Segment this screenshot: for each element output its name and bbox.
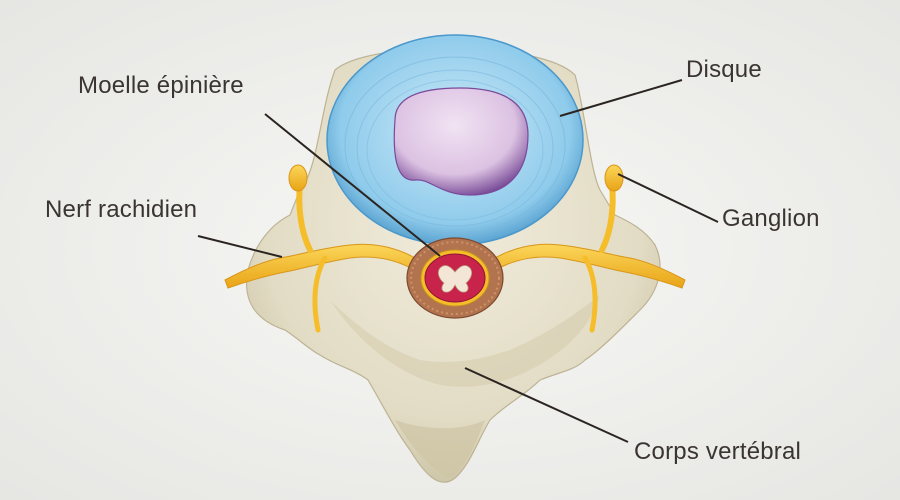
left-nerve-branch [312,255,328,333]
leader-line-corps [464,367,629,443]
right-spinal-nerve [487,243,686,289]
nerves [224,164,686,333]
disc-ring [356,69,554,227]
disc-ring [366,79,544,221]
disc-ring [344,56,566,234]
grey-matter [437,265,473,293]
bone-shading [330,295,600,387]
label-moelle-epiniere: Moelle épinière [78,72,244,99]
disc-nucleus [393,87,529,196]
leader-line-nerf [197,235,283,258]
dura-texture [410,241,500,315]
right-ganglion [604,164,624,192]
leader-line-ganglion [617,173,719,223]
label-nerf-rachidien: Nerf rachidien [45,196,198,223]
right-nerve-branch [582,255,598,333]
label-disque: Disque [686,56,762,83]
bone-lower-shading [395,420,485,478]
disc [326,34,584,246]
leader-lines [197,79,719,443]
left-ganglion [288,164,308,192]
leader-line-moelle [264,113,441,257]
left-spinal-nerve [224,243,423,289]
leader-line-disque [559,79,683,117]
spinal-canal [406,237,504,319]
label-ganglion: Ganglion [722,205,820,232]
label-corps-vertebral: Corps vertébral [634,438,802,465]
